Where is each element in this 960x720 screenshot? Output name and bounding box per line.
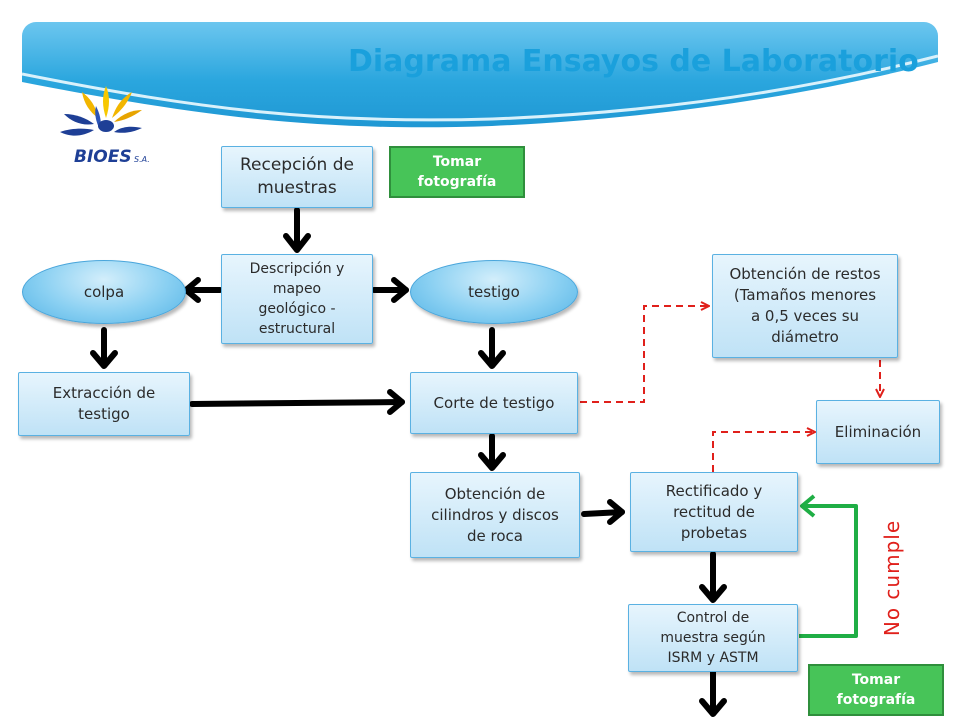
node-tomar-fotografia-bottom: Tomar fotografía [808,664,944,716]
logo-text: BIOES [74,147,132,167]
logo-suffix: S.A. [134,155,150,164]
arrow-descripcion-to-colpa [183,277,223,303]
arrow-cilindros-to-rectificado [581,499,625,525]
header-banner [22,22,938,130]
node-extraccion-de-testigo: Extracción de testigo [18,372,190,436]
page-title: Diagrama Ensayos de Laboratorio [348,44,919,79]
no-cumple-label: No cumple [880,519,904,637]
sun-flower-logo-icon [60,86,142,136]
node-obtencion-cilindros: Obtención de cilindros y discos de roca [410,472,580,558]
node-recepcion-de-muestras: Recepción de muestras [221,146,373,208]
arrow-testigo-to-corte [478,327,506,369]
node-obtencion-restos: Obtención de restos (Tamaños menores a 0… [712,254,898,358]
arrow-descripcion-to-testigo [371,277,409,303]
node-control-de-muestra: Control de muestra según ISRM y ASTM [628,604,798,672]
node-testigo: testigo [410,260,578,324]
node-descripcion-mapeo: Descripción y mapeo geológico - estructu… [221,254,373,344]
node-rectificado-probetas: Rectificado y rectitud de probetas [630,472,798,552]
company-logo: BIOES S.A. [60,86,150,167]
arrow-corte-to-obtencion-cilindros [478,433,506,471]
arrow-extraccion-to-corte [189,389,405,415]
header-swoosh [22,54,938,130]
dashed-corte-to-restos [580,306,708,403]
loop-no-cumple [799,494,858,638]
node-corte-de-testigo: Corte de testigo [410,372,578,434]
arrow-recepcion-to-descripcion [283,207,311,253]
node-colpa: colpa [22,260,186,324]
node-eliminacion: Eliminación [816,400,940,464]
arrow-rectificado-to-control [699,551,727,603]
arrow-colpa-to-extraccion [90,327,118,369]
node-tomar-fotografia-top: Tomar fotografía [389,146,525,198]
arrow-control-to-next [699,669,727,717]
dashed-rectificado-to-eliminacion [712,432,814,472]
